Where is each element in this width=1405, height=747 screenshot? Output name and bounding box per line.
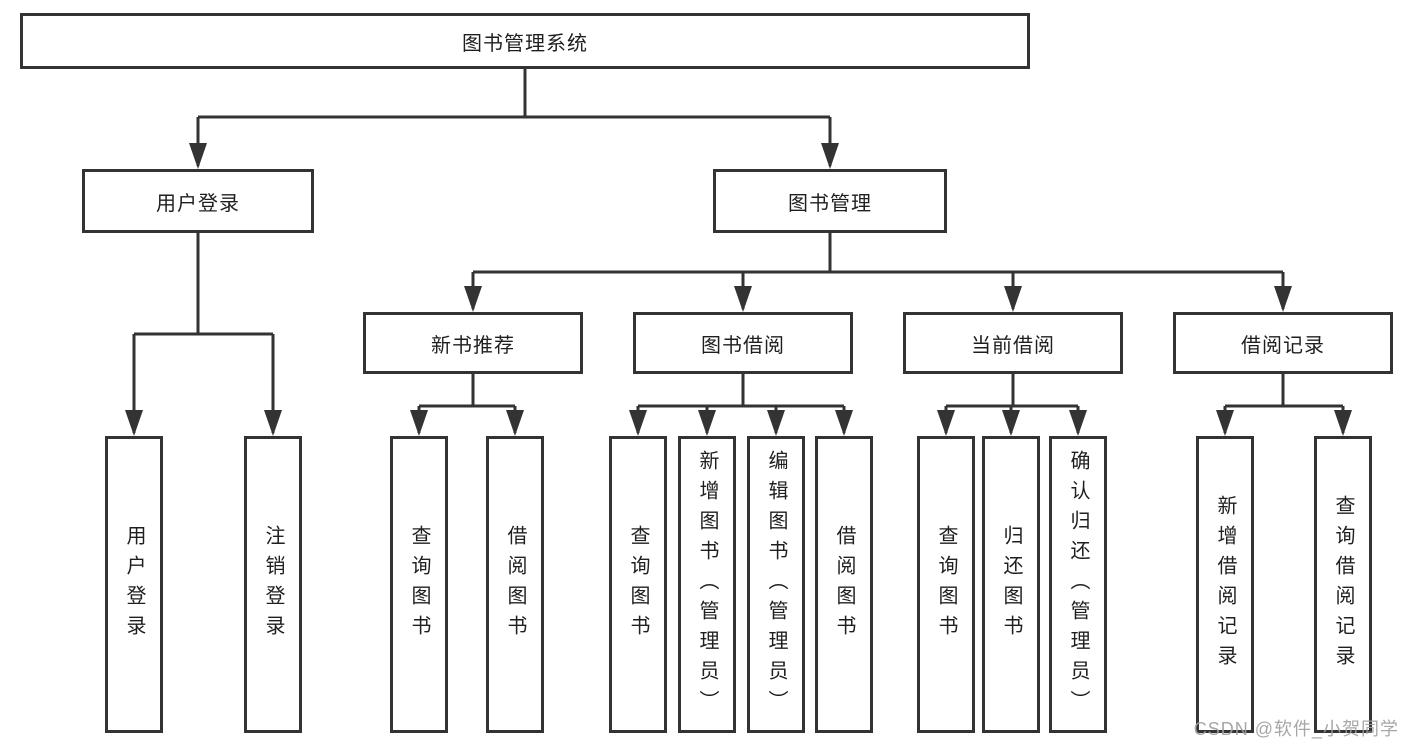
node-label: 新增图书（管理员）: [696, 449, 718, 720]
leaf-add-borrow-record: 新增借阅记录: [1196, 436, 1254, 733]
node-label: 借阅图书: [833, 524, 855, 645]
connector-new-book-recommendation-children: [410, 374, 524, 436]
node-label: 查询图书: [408, 524, 430, 645]
leaf-query-books-current: 查询图书: [917, 436, 975, 733]
node-label: 查询借阅记录: [1332, 494, 1354, 675]
leaf-return-books: 归还图书: [982, 436, 1040, 733]
node-book-borrowing: 图书借阅: [633, 312, 853, 374]
leaf-confirm-return-admin: 确认归还（管理员）: [1049, 436, 1107, 733]
node-book-management: 图书管理: [713, 169, 947, 233]
node-label: 图书管理系统: [462, 32, 588, 55]
leaf-query-books-borrowing: 查询图书: [609, 436, 667, 733]
leaf-query-books-recommend: 查询图书: [390, 436, 448, 733]
node-label: 借阅图书: [504, 524, 526, 645]
node-label: 查询图书: [935, 524, 957, 645]
connector-book-management-children: [464, 233, 1292, 312]
node-label: 编辑图书（管理员）: [765, 449, 787, 720]
node-label: 归还图书: [1000, 524, 1022, 645]
connector-book-borrowing-children: [629, 374, 853, 436]
node-label: 注销登录: [262, 524, 284, 645]
node-label: 新增借阅记录: [1214, 494, 1236, 675]
node-label: 借阅记录: [1241, 334, 1325, 357]
leaf-borrow-books-borrowing: 借阅图书: [815, 436, 873, 733]
connector-borrowing-records-children: [1216, 374, 1352, 436]
connector-user-login-children: [125, 233, 282, 436]
node-user-login: 用户登录: [82, 169, 314, 233]
leaf-user-login: 用户登录: [105, 436, 163, 733]
node-borrowing-records: 借阅记录: [1173, 312, 1393, 374]
node-label: 新书推荐: [431, 334, 515, 357]
leaf-borrow-books-recommend: 借阅图书: [486, 436, 544, 733]
node-label: 确认归还（管理员）: [1067, 449, 1089, 720]
node-label: 用户登录: [156, 192, 240, 215]
leaf-add-book-admin: 新增图书（管理员）: [678, 436, 736, 733]
node-label: 查询图书: [627, 524, 649, 645]
connector-current-borrowing-children: [937, 374, 1087, 436]
leaf-query-borrow-record: 查询借阅记录: [1314, 436, 1372, 733]
node-label: 当前借阅: [971, 334, 1055, 357]
connector-root-to-level2: [189, 69, 839, 169]
node-label: 图书管理: [788, 192, 872, 215]
node-label: 图书借阅: [701, 334, 785, 357]
node-new-book-recommendation: 新书推荐: [363, 312, 583, 374]
node-current-borrowing: 当前借阅: [903, 312, 1123, 374]
node-library-management-system: 图书管理系统: [20, 13, 1030, 69]
leaf-logout: 注销登录: [244, 436, 302, 733]
node-label: 用户登录: [123, 524, 145, 645]
leaf-edit-book-admin: 编辑图书（管理员）: [747, 436, 805, 733]
